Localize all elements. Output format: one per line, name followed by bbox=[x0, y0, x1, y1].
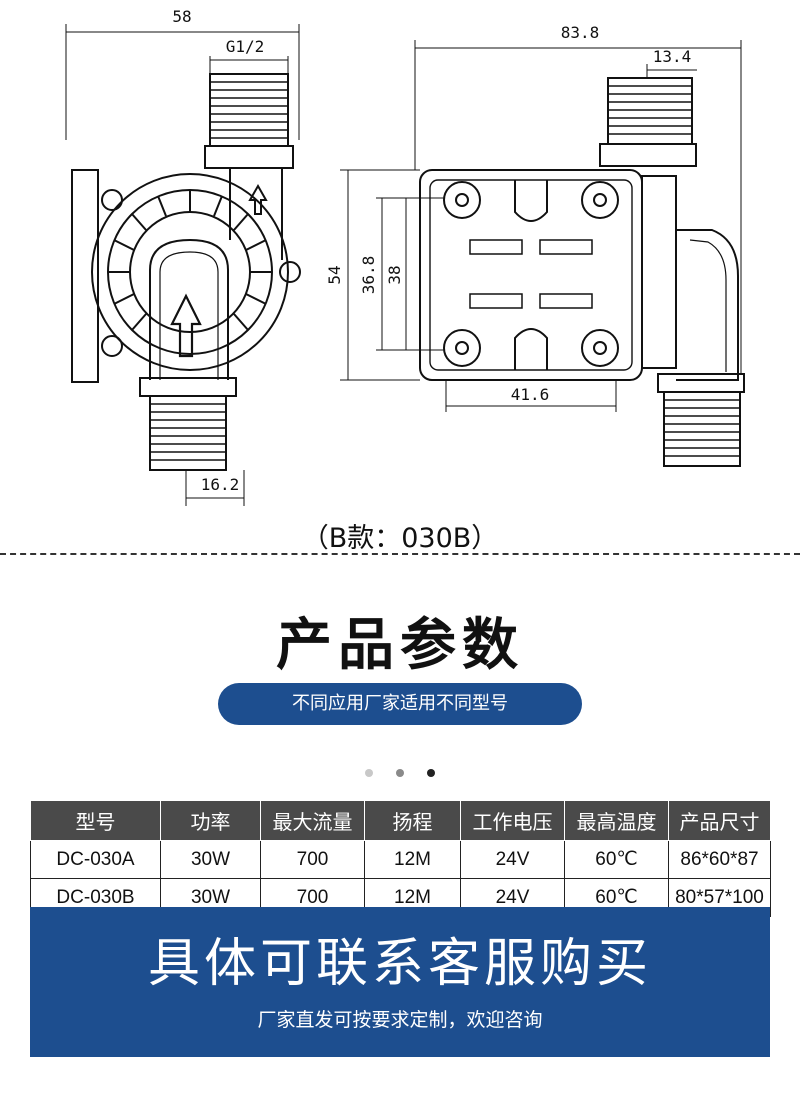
col-header-voltage: 工作电压 bbox=[460, 800, 565, 841]
dim-right-height: 54 bbox=[325, 265, 344, 284]
dim-right-bottom: 41.6 bbox=[511, 385, 550, 404]
dim-right-inner2: 38 bbox=[385, 265, 404, 284]
dot-2 bbox=[396, 769, 404, 777]
section-title: 产品参数 bbox=[276, 613, 524, 678]
cell-model: DC-030A bbox=[30, 840, 161, 879]
dim-left-outlet: 16.2 bbox=[201, 475, 240, 494]
col-header-head: 扬程 bbox=[364, 800, 461, 841]
col-header-size: 产品尺寸 bbox=[668, 800, 771, 841]
cell-temp: 60℃ bbox=[564, 840, 669, 879]
pump-technical-drawing: 58 G1/2 16.2 83.8 13.4 41.6 54 36.8 38 bbox=[65, 7, 745, 506]
dot-1 bbox=[364, 769, 373, 777]
col-header-power: 功率 bbox=[160, 800, 261, 841]
col-header-flow: 最大流量 bbox=[260, 800, 365, 841]
cell-power: 30W bbox=[160, 840, 261, 879]
dot-3 bbox=[427, 769, 436, 777]
dashed-divider bbox=[0, 553, 800, 555]
dim-left-thread: G1/2 bbox=[226, 37, 265, 56]
dim-right-offset: 13.4 bbox=[653, 47, 692, 66]
col-header-model: 型号 bbox=[30, 800, 161, 841]
cta-banner: 具体可联系客服购买 厂家直发可按要求定制，欢迎咨询 bbox=[30, 907, 770, 1057]
dim-right-inner1: 36.8 bbox=[359, 256, 378, 295]
dim-left-width: 58 bbox=[172, 7, 191, 26]
dim-right-width: 83.8 bbox=[561, 23, 600, 42]
cta-subtitle: 厂家直发可按要求定制，欢迎咨询 bbox=[257, 1009, 543, 1031]
cell-size: 86*60*87 bbox=[668, 840, 771, 879]
variant-caption: （B款：030B） bbox=[301, 523, 499, 554]
subtitle-pill: 不同应用厂家适用不同型号 bbox=[218, 683, 582, 725]
pagination-dots bbox=[0, 762, 800, 781]
cell-flow: 700 bbox=[260, 840, 365, 879]
col-header-temp: 最高温度 bbox=[564, 800, 669, 841]
cta-title: 具体可联系客服购买 bbox=[147, 934, 652, 994]
cell-voltage: 24V bbox=[460, 840, 565, 879]
spec-table: 型号 功率 最大流量 扬程 工作电压 最高温度 产品尺寸 DC-030A 30W… bbox=[30, 800, 771, 917]
cell-head: 12M bbox=[364, 840, 461, 879]
table-header-row: 型号 功率 最大流量 扬程 工作电压 最高温度 产品尺寸 bbox=[30, 800, 771, 841]
table-row: DC-030A 30W 700 12M 24V 60℃ 86*60*87 bbox=[30, 840, 771, 879]
